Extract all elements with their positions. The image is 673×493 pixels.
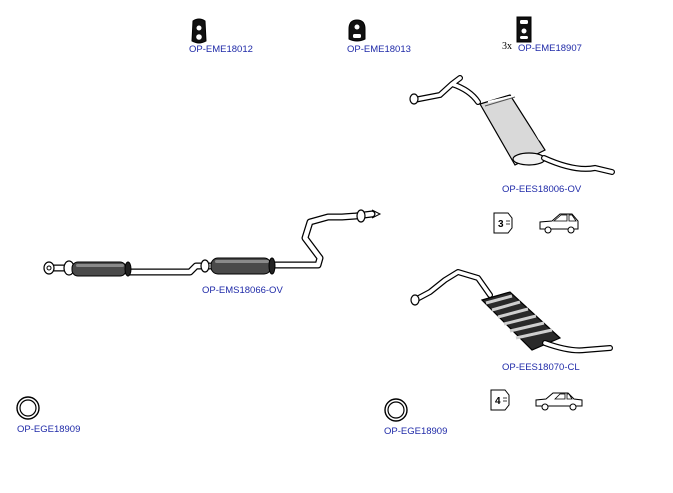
gasket-ring-icon[interactable]: [16, 396, 40, 420]
part-label-rear-muffler[interactable]: OP-EES18006-OV: [502, 184, 582, 195]
part-label-middle-silencer[interactable]: OP-EMS18066-OV: [202, 285, 283, 296]
part-label-hanger[interactable]: OP-EME18012: [189, 44, 253, 55]
gasket-ring-icon[interactable]: [384, 398, 408, 422]
door-count-badge: 3: [493, 212, 513, 234]
door-count-badge: 4: [490, 389, 510, 411]
part-label-hanger[interactable]: OP-EME18013: [347, 44, 411, 55]
rubber-hanger-icon[interactable]: [191, 18, 207, 44]
part-label-gasket[interactable]: OP-EGE18909: [384, 426, 448, 437]
sedan-car-icon: [535, 392, 583, 411]
part-label-rear-muffler[interactable]: OP-EES18070-CL: [502, 362, 580, 373]
quantity-label: 3x: [502, 41, 512, 52]
part-label-mount[interactable]: OP-EME18907: [518, 43, 582, 54]
rear-muffler-icon[interactable]: [409, 75, 615, 175]
part-label-gasket[interactable]: OP-EGE18909: [17, 424, 81, 435]
door-count-text: 3: [498, 219, 504, 230]
rear-muffler-icon[interactable]: [410, 269, 613, 354]
middle-silencer-pipe-icon[interactable]: [43, 209, 382, 277]
rubber-hanger-icon[interactable]: [348, 19, 366, 42]
rubber-mount-icon[interactable]: [516, 16, 532, 43]
door-count-text: 4: [495, 396, 501, 407]
hatchback-car-icon: [539, 213, 579, 234]
